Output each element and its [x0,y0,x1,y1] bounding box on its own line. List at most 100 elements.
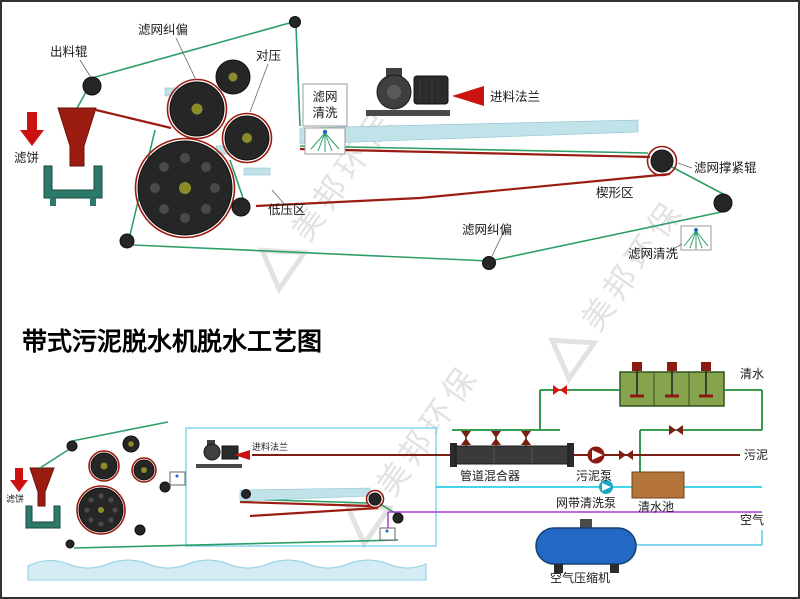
wash-label-box [302,83,348,127]
triangle-logo-icon [548,337,599,384]
belt-segment [255,172,671,208]
wash-water-piping [436,471,762,499]
drum-hole [180,213,190,223]
drum-hole [159,162,169,172]
pump-base [366,110,450,116]
compressor-leg [610,564,619,573]
pump-arrow-icon [592,450,603,460]
clean-water-label: 清水 [740,367,764,381]
pump-arrow-icon [602,483,611,491]
mesh-wash-label-line1: 滤网 [312,90,337,104]
mesh-wash-station-bottom [680,225,712,251]
feed-flange-label: 进料法兰 [490,90,540,104]
mixer-flange [450,443,457,467]
belt-wrap [221,112,273,164]
mesh-wash-station: 滤网 清洗 [302,83,348,155]
cake-cart [43,165,103,199]
nozzle-icon [322,129,328,135]
valve-icon [461,431,471,445]
drum-hole [210,183,220,193]
sprinkler-box [169,471,186,486]
mixer [630,362,644,398]
roller [482,256,496,270]
belt-segment [295,25,301,127]
sludge-layer-band [299,119,639,145]
main-drum [134,137,236,239]
page-title: 带式污泥脱水机脱水工艺图 [22,327,322,356]
mini-rollers [65,435,404,549]
rollers [82,16,733,270]
cake-chute [57,107,97,167]
belt-segment [299,147,651,159]
pump-cap [387,85,401,99]
belt-wrap [646,145,678,177]
filter-cake-assembly [20,107,103,206]
belt-segment [91,21,294,79]
feed-arrow-icon [234,450,250,460]
cart-leg [50,198,56,206]
drum-hole [150,183,160,193]
clean-water-tank-label: 清水池 [638,500,674,514]
air-system [535,519,763,573]
belt-wrap [166,78,228,140]
counter-press-label: 对压 [256,49,281,63]
sludge-label: 污泥 [744,448,768,462]
feed-pump [366,68,450,116]
filter-cake-label: 滤饼 [14,151,39,165]
mini-feed-pump [196,440,242,468]
roller-axle [191,103,203,115]
mini-filter-cake-label: 滤饼 [6,493,24,504]
water-patch [243,167,271,176]
compressor-valve [580,519,592,528]
wedge-zone-label: 楔形区 [596,186,634,200]
drum-hole [201,162,211,172]
pump-motor [413,75,449,105]
spray-icon [310,132,340,152]
cart-leg [90,198,96,206]
compressor-tank [535,527,637,565]
valve-icon [619,450,633,460]
pipe-mixer-label: 管道混合器 [460,468,520,483]
roller [231,197,251,217]
roller [82,76,102,96]
spray-icon [683,230,709,249]
belt-wrap [134,137,236,239]
mesh-wash-bottom-label: 滤网清洗 [628,247,679,261]
belt-segment [299,145,649,154]
feed-arrow-icon [452,86,484,106]
belt-segment [75,91,87,111]
mixer-flange [567,443,574,467]
pump-outlet [386,68,402,78]
valve-icon [521,431,531,445]
roller [119,233,135,249]
mesh-correction-top-label: 滤网纠偏 [138,22,188,37]
drum-hole [201,204,211,214]
tension-roller [650,149,674,173]
leader-lines [79,37,693,257]
top-belt-press-diagram: 滤网 清洗 [14,16,757,270]
valve-icon [491,431,501,445]
valve-icon [669,425,683,435]
discharge-roller-label: 出料辊 [50,45,88,59]
mesh-wash-label-line2: 清洗 [312,106,338,120]
roller-axle [228,72,238,82]
belt-segment [671,166,728,197]
sludge-piping [252,443,740,467]
nozzle-icon [175,474,179,478]
roller [713,193,733,213]
roller [289,16,301,28]
low-pressure-zone-label: 低压区 [268,203,306,217]
down-arrow-icon [10,468,28,492]
mixer [665,362,679,398]
mesh-correction-bottom-label: 滤网纠偏 [462,222,512,237]
drum-hole [159,204,169,214]
belt-segment [229,159,244,199]
clean-water-piping [452,385,763,472]
air-label: 空气 [740,512,764,527]
nozzle-icon [385,529,389,533]
compressor-leg [554,564,563,573]
down-arrow-icon [20,112,44,146]
mini-feed-flange-label: 进料法兰 [252,441,288,452]
